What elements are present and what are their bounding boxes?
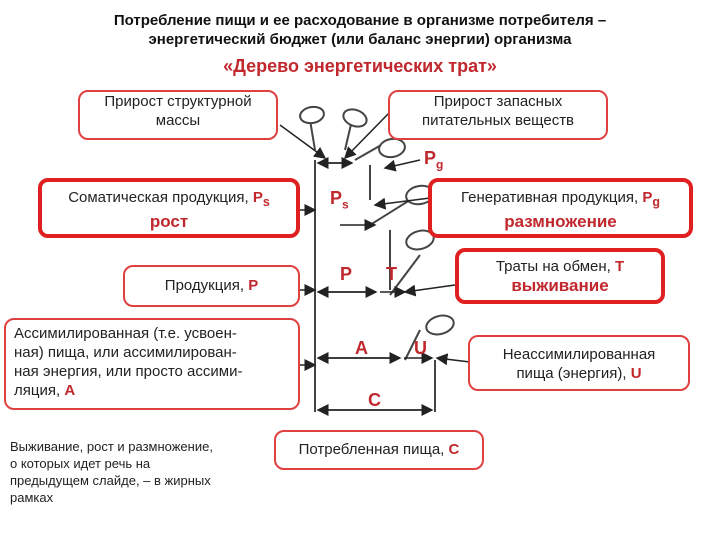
label-pg-sub: g xyxy=(436,158,443,172)
label-t: T xyxy=(386,264,397,285)
footnote-line3: предыдущем слайде, – в жирных xyxy=(10,472,270,489)
production-box: Продукция, P xyxy=(123,265,300,307)
somatic-keyword: рост xyxy=(42,212,296,231)
generative-text: Генеративная продукция, xyxy=(461,189,642,206)
unassimilated-symbol: U xyxy=(631,365,642,382)
page-title-line1: Потребление пищи и ее расходование в орг… xyxy=(0,11,720,30)
somatic-production-box: Соматическая продукция, Ps рост xyxy=(38,178,300,238)
structural-growth-line1: Прирост структурной xyxy=(80,92,276,111)
generative-keyword: размножение xyxy=(432,212,689,231)
assimilated-line3: ная энергия, или просто ассими- xyxy=(14,362,290,381)
label-ps-sub: s xyxy=(342,198,349,212)
production-text: Продукция, xyxy=(165,277,248,294)
structural-growth-line2: массы xyxy=(80,111,276,130)
generative-sub: g xyxy=(652,195,660,209)
metabolism-text: Траты на обмен, xyxy=(496,258,615,275)
consumed-food-box: Потребленная пища, C xyxy=(274,430,484,470)
consumed-text: Потребленная пища, xyxy=(299,441,449,458)
production-symbol: P xyxy=(248,277,258,294)
unassimilated-line1: Неассимилированная xyxy=(470,345,688,364)
label-pg: Pg xyxy=(424,148,443,172)
somatic-symbol: P xyxy=(253,189,263,206)
label-ps: Ps xyxy=(330,188,349,212)
label-p: P xyxy=(340,264,352,285)
page-subtitle: «Дерево энергетических трат» xyxy=(0,56,720,77)
structural-growth-box: Прирост структурной массы xyxy=(78,90,278,140)
somatic-text: Соматическая продукция, xyxy=(68,189,253,206)
reserve-growth-line1: Прирост запасных xyxy=(390,92,606,111)
assimilated-line1: Ассимилированная (т.е. усвоен- xyxy=(14,324,290,343)
assimilated-box: Ассимилированная (т.е. усвоен- ная) пища… xyxy=(4,318,300,410)
metabolism-box: Траты на обмен, T выживание xyxy=(455,248,665,304)
unassimilated-box: Неассимилированная пища (энергия), U xyxy=(468,335,690,391)
assimilated-symbol: A xyxy=(64,382,75,399)
label-c: C xyxy=(368,390,381,411)
unassimilated-line2: пища (энергия), xyxy=(516,365,630,382)
page-title-line2: энергетический бюджет (или баланс энерги… xyxy=(0,30,720,49)
metabolism-keyword: выживание xyxy=(459,276,661,295)
assimilated-line4: ляция, xyxy=(14,382,64,399)
assimilated-line2: ная) пища, или ассимилирован- xyxy=(14,343,290,362)
somatic-sub: s xyxy=(263,195,270,209)
label-u: U xyxy=(414,338,427,359)
reserve-growth-line2: питательных веществ xyxy=(390,111,606,130)
consumed-symbol: C xyxy=(449,441,460,458)
generative-symbol: P xyxy=(642,189,652,206)
footnote: Выживание, рост и размножение, о которых… xyxy=(10,438,270,506)
label-pg-symbol: P xyxy=(424,148,436,168)
label-ps-symbol: P xyxy=(330,188,342,208)
generative-production-box: Генеративная продукция, Pg размножение xyxy=(428,178,693,238)
footnote-line4: рамках xyxy=(10,489,270,506)
footnote-line2: о которых идет речь на xyxy=(10,455,270,472)
metabolism-symbol: T xyxy=(615,258,624,275)
label-a: A xyxy=(355,338,368,359)
footnote-line1: Выживание, рост и размножение, xyxy=(10,438,270,455)
reserve-growth-box: Прирост запасных питательных веществ xyxy=(388,90,608,140)
